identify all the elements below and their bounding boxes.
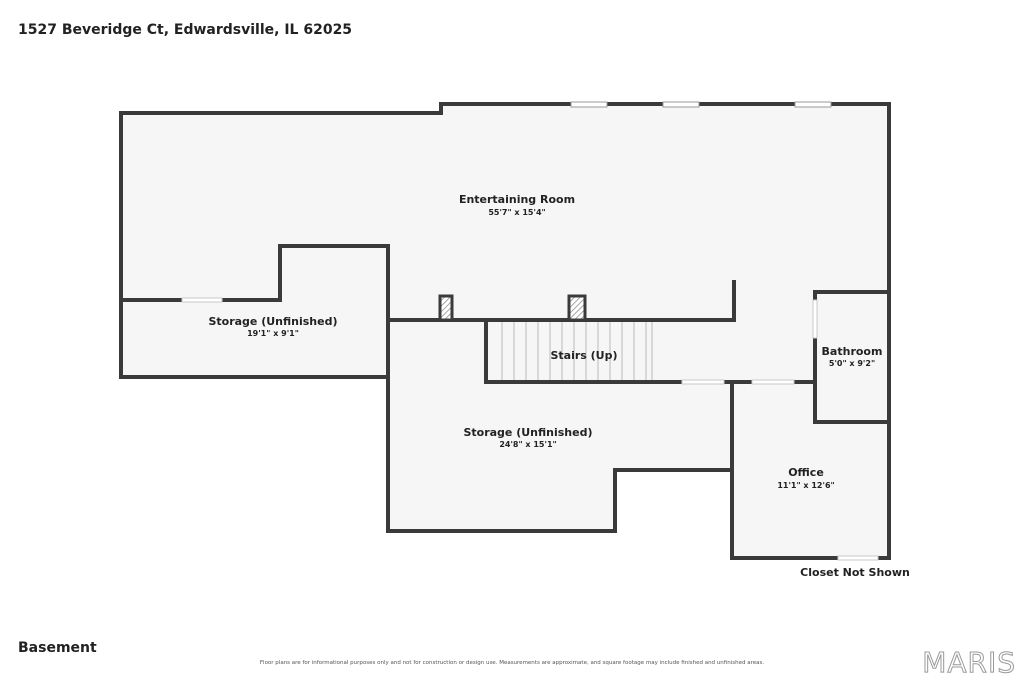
entertaining-room-name: Entertaining Room <box>459 193 575 206</box>
doorway <box>681 379 725 385</box>
storage-left-dims: 19'1" x 9'1" <box>247 329 299 338</box>
doorway <box>751 379 795 385</box>
support-post <box>438 294 454 322</box>
stairs-name: Stairs (Up) <box>550 349 617 362</box>
disclaimer: Floor plans are for informational purpos… <box>259 660 765 666</box>
bathroom-dims: 5'0" x 9'2" <box>829 359 875 368</box>
stairs-wall <box>484 318 817 384</box>
bathroom-wall <box>813 290 891 424</box>
windows <box>570 101 832 108</box>
storage-main-dims: 24'8" x 15'1" <box>499 440 556 449</box>
window <box>570 101 608 108</box>
storage-left-top-wall <box>119 244 390 379</box>
window <box>794 101 832 108</box>
floor-area <box>121 104 889 558</box>
bathroom-name: Bathroom <box>822 345 883 358</box>
doorway <box>812 299 818 339</box>
property-address: 1527 Beveridge Ct, Edwardsville, IL 6202… <box>18 22 353 38</box>
doorway <box>837 555 879 561</box>
storage-main-name: Storage (Unfinished) <box>463 426 592 439</box>
window <box>662 101 700 108</box>
floor-label: Basement <box>18 640 97 656</box>
stair-treads <box>501 322 653 380</box>
brand-logo: MARIS <box>922 646 1016 680</box>
door-openings <box>181 297 879 561</box>
office-name: Office <box>788 466 824 479</box>
entertaining-room-dims: 55'7" x 15'4" <box>488 208 545 217</box>
doorway <box>181 297 223 303</box>
closet-note: Closet Not Shown <box>800 566 910 579</box>
central-wall <box>386 280 736 322</box>
storage-left-name: Storage (Unfinished) <box>208 315 337 328</box>
office-dims: 11'1" x 12'6" <box>777 481 834 490</box>
support-post <box>567 294 587 322</box>
